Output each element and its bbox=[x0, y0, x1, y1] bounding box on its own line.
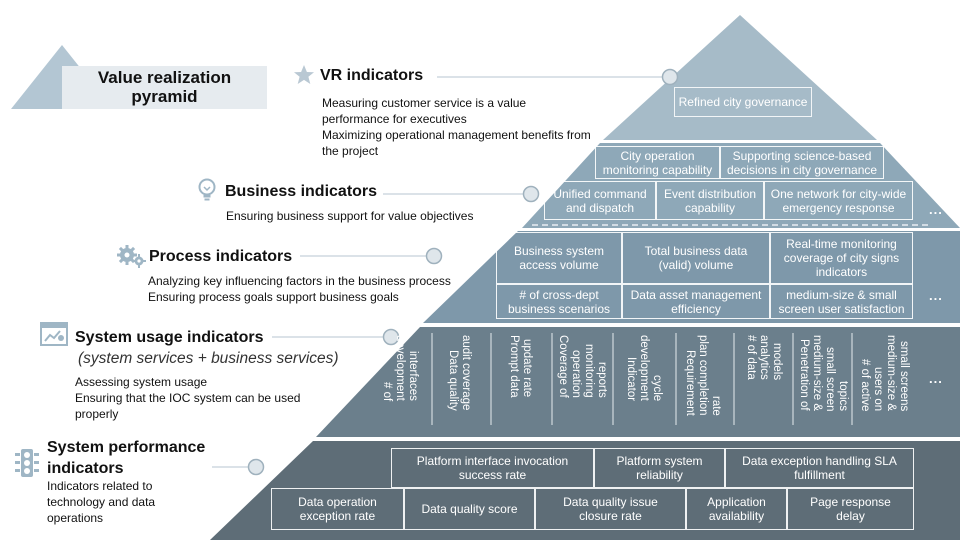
pyramid-tier-process bbox=[423, 231, 960, 323]
usage-indicators-title: System usage indicators bbox=[75, 329, 264, 346]
connector-dot-performance bbox=[247, 458, 265, 476]
usage-item: Penetration ofmedium-size &small screent… bbox=[798, 335, 849, 412]
business-ellipsis: ... bbox=[929, 202, 943, 217]
process-desc-line: Ensuring process goals support business … bbox=[148, 290, 399, 304]
vr-desc-line: Maximizing operational management benefi… bbox=[322, 128, 591, 142]
usage-item: Prompt dataupdate rate bbox=[508, 335, 533, 398]
usage-item: # ofdevelopmentinterfaces bbox=[381, 335, 419, 401]
usage-ellipsis: ... bbox=[929, 371, 943, 386]
usage-item: # of activeusers onmedium-size &small sc… bbox=[859, 335, 910, 412]
connector-dot-usage bbox=[382, 328, 400, 346]
vr-box-refined-city-governance: Refined city governance bbox=[674, 87, 812, 117]
usage-desc-line: properly bbox=[75, 407, 119, 421]
process-indicators-description: Analyzing key influencing factors in the… bbox=[148, 273, 451, 305]
vr-desc-line: Measuring customer service is a value bbox=[322, 96, 527, 110]
vr-desc-line: performance for executives bbox=[322, 112, 467, 126]
pyramid-tier-business bbox=[522, 143, 960, 228]
traffic-light-icon bbox=[15, 449, 39, 477]
process-box: Total business data(valid) volume bbox=[622, 232, 770, 284]
usage-item: Data qualityaudit coverage bbox=[447, 335, 472, 411]
pyramid-tier-performance bbox=[210, 441, 960, 540]
usage-item: Requirementplan completionrate bbox=[684, 335, 722, 416]
usage-desc-line: Ensuring that the IOC system can be used bbox=[75, 391, 301, 405]
header-title-line1: Value realization bbox=[97, 68, 232, 87]
usage-indicators-description: Assessing system usage Ensuring that the… bbox=[75, 374, 300, 422]
gears-icon bbox=[117, 245, 146, 268]
performance-box: Data quality score bbox=[404, 488, 535, 530]
performance-desc-line: Indicators related to bbox=[47, 479, 153, 493]
business-indicators-description: Ensuring business support for value obje… bbox=[226, 208, 473, 224]
vr-indicators-title: VR indicators bbox=[320, 67, 424, 84]
vr-indicators-description: Measuring customer service is a value pe… bbox=[322, 95, 591, 159]
usage-indicators-subtitle: (system services + business services) bbox=[78, 350, 339, 367]
usage-item: # of dataanalyticsmodels bbox=[745, 335, 783, 380]
process-ellipsis: ... bbox=[929, 288, 943, 303]
connector-dot-business bbox=[522, 185, 540, 203]
header-title: Value realization pyramid bbox=[62, 66, 267, 106]
lightbulb-icon bbox=[198, 178, 216, 201]
pyramid-tier-usage bbox=[316, 327, 960, 437]
process-desc-line: Analyzing key influencing factors in the… bbox=[148, 274, 451, 288]
vr-desc-line: the project bbox=[322, 144, 379, 158]
pyramid-tier-vr bbox=[603, 15, 877, 140]
business-desc-line: Ensuring business support for value obje… bbox=[226, 209, 474, 223]
header-box bbox=[62, 66, 267, 109]
connector-dot-vr bbox=[661, 68, 679, 86]
connector-dot-process bbox=[425, 247, 443, 265]
performance-desc-line: operations bbox=[47, 511, 104, 525]
performance-indicators-description: Indicators related to technology and dat… bbox=[47, 478, 155, 526]
business-indicators-title: Business indicators bbox=[225, 183, 378, 200]
process-indicators-title: Process indicators bbox=[149, 248, 293, 265]
performance-desc-line: technology and data bbox=[47, 495, 156, 509]
star-icon bbox=[294, 65, 314, 84]
performance-indicators-title: System performance indicators bbox=[47, 439, 206, 477]
usage-desc-line: Assessing system usage bbox=[75, 375, 208, 389]
header-title-line2: pyramid bbox=[131, 87, 198, 106]
usage-item: Indicatordevelopmentcycle bbox=[625, 335, 663, 401]
usage-item: Coverage ofoperationmonitoringreports bbox=[557, 335, 608, 398]
dashboard-window-icon bbox=[40, 322, 68, 346]
